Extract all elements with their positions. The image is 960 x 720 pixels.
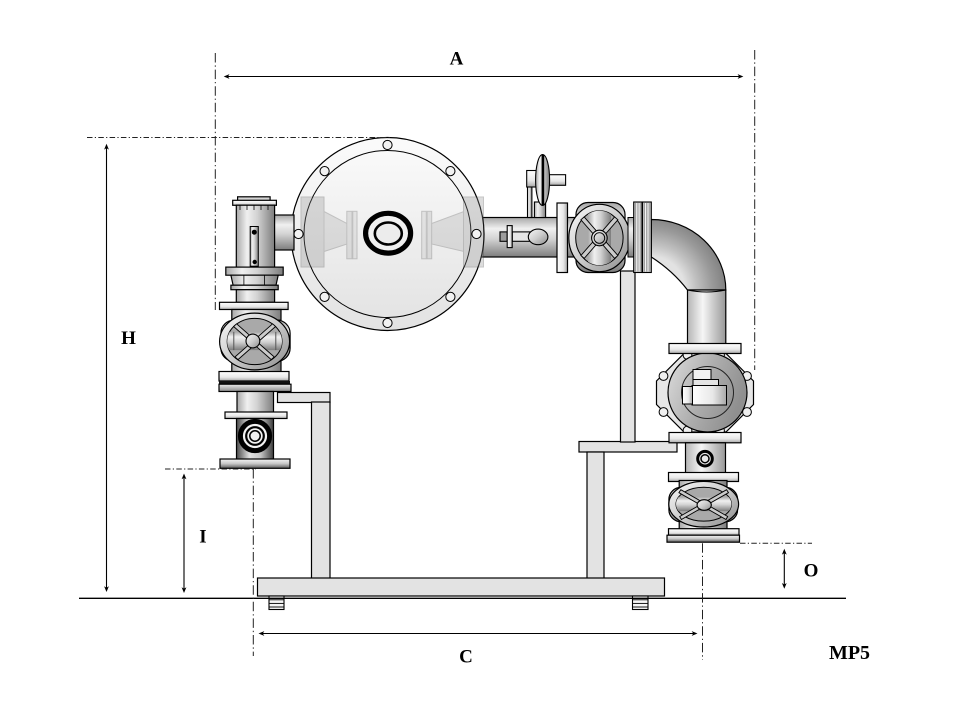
svg-text:H: H: [121, 328, 136, 349]
svg-text:I: I: [199, 527, 206, 548]
svg-text:O: O: [804, 560, 819, 581]
svg-text:C: C: [459, 646, 473, 667]
svg-text:A: A: [450, 48, 464, 69]
svg-text:MP5: MP5: [829, 642, 870, 664]
